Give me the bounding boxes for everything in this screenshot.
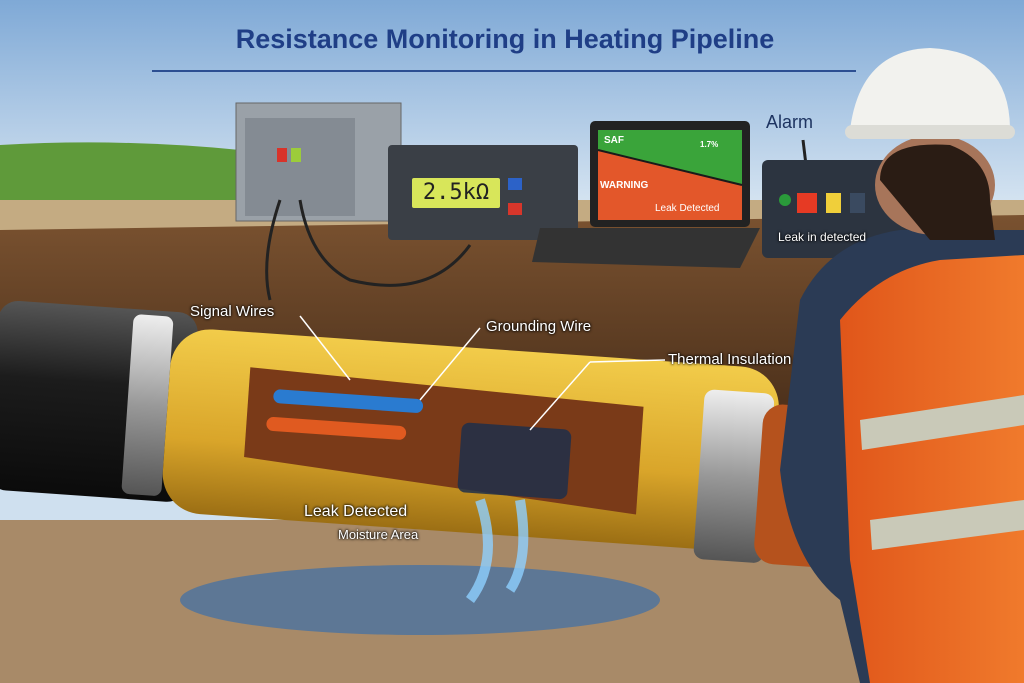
label-leak-detected: Leak Detected <box>304 503 408 520</box>
leak-spot <box>457 422 572 500</box>
alarm-status: Leak in detected <box>778 230 867 244</box>
label-signal-wires: Signal Wires <box>190 303 275 320</box>
label-grounding-wire: Grounding Wire <box>486 318 592 335</box>
laptop-value-label: 1.7% <box>700 140 719 149</box>
blue-signal-wire <box>273 389 424 413</box>
alarm-title: Alarm <box>766 112 814 132</box>
cables <box>265 199 472 301</box>
worker <box>780 48 1024 683</box>
title-divider <box>152 70 856 72</box>
label-thermal-insulation: Thermal Insulation <box>668 351 792 368</box>
label-moisture-area: Moisture Area <box>338 527 419 542</box>
grass <box>0 142 240 215</box>
alarm-unit <box>762 139 912 258</box>
orange-signal-wire <box>266 417 407 440</box>
meter-reading: 2.5kΩ <box>412 178 500 208</box>
laptop-warning-label: WARNING <box>600 180 649 191</box>
page-title: Resistance Monitoring in Heating Pipelin… <box>235 24 775 54</box>
water-drip <box>465 498 529 603</box>
laptop-safe-label: SAF <box>604 135 624 146</box>
signal-wires-leader <box>299 315 351 381</box>
control-cabinet <box>235 102 402 222</box>
pipe <box>0 300 863 569</box>
laptop <box>532 121 760 268</box>
insulation-leader <box>529 361 591 431</box>
water-puddle <box>180 565 660 635</box>
grounding-wire-leader <box>419 327 481 401</box>
laptop-status: Leak Detected <box>655 203 720 214</box>
